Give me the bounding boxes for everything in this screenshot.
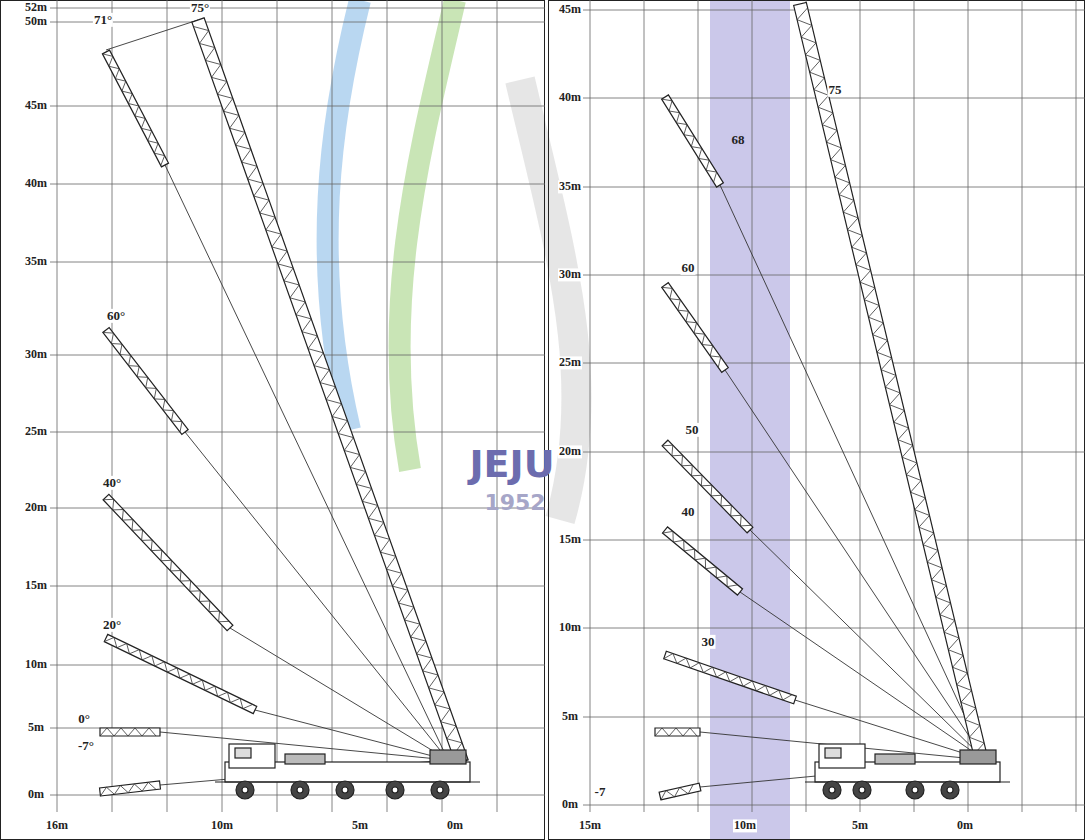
panel-border: [549, 1, 1085, 840]
crane-truck: [215, 744, 480, 799]
boom-lattice: [103, 494, 233, 631]
axis-label: 20m: [24, 501, 48, 514]
angle-label: 40: [681, 505, 696, 519]
boom-centerline: [725, 370, 985, 760]
boom-lattice: [100, 781, 161, 796]
angle-label: 20°: [102, 618, 122, 632]
axis-label: 0m: [956, 819, 974, 832]
axis-label: 20m: [558, 445, 582, 458]
axis-label: 10m: [24, 658, 48, 671]
angle-label: 60°: [106, 309, 126, 323]
axis-label: 15m: [558, 533, 582, 546]
watermark: 1952: [483, 491, 546, 515]
axis-label: 15m: [578, 819, 602, 832]
boom-centerline: [720, 185, 985, 760]
angle-label: 75: [828, 83, 843, 97]
boom-centerline: [165, 165, 448, 760]
angle-label: 71°: [93, 13, 113, 27]
axis-label: 50m: [24, 15, 48, 28]
axis-label: 16m: [45, 819, 69, 832]
axis-label: 52m: [24, 1, 48, 14]
boom-lattice: [662, 95, 724, 187]
angle-label: 60: [681, 261, 696, 275]
boom-lattice: [103, 328, 188, 435]
boom-lattice: [102, 50, 168, 167]
boom-centerline: [255, 710, 448, 760]
axis-label: 10m: [733, 819, 757, 832]
angle-label: 75°: [190, 1, 210, 15]
angle-label: 0°: [77, 712, 91, 726]
axis-label: 0m: [27, 788, 45, 801]
boom-lattice: [662, 440, 753, 533]
axis-label: 10m: [210, 819, 234, 832]
axis-label: 0m: [446, 819, 464, 832]
angle-label: 30: [701, 635, 716, 649]
watermark-band: [710, 0, 790, 840]
watermark-stroke: [328, 0, 360, 430]
boom-lattice: [794, 2, 989, 763]
panel-border: [1, 1, 545, 840]
boom-lattice: [664, 651, 797, 704]
axis-label: 45m: [558, 3, 582, 16]
boom-lattice: [659, 783, 701, 800]
axis-label: 30m: [24, 348, 48, 361]
angle-label: 68: [731, 133, 746, 147]
angle-label: -7°: [77, 739, 95, 753]
axis-label: 15m: [24, 579, 48, 592]
axis-label: 35m: [558, 180, 582, 193]
boom-lattice: [100, 728, 160, 736]
axis-label: 5m: [851, 819, 869, 832]
angle-label: 50: [685, 423, 700, 437]
axis-label: 35m: [24, 255, 48, 268]
watermark-shapes: [328, 0, 790, 840]
boom-lattice: [655, 728, 700, 736]
boom-lattice: [662, 527, 742, 595]
axis-label: 30m: [558, 268, 582, 281]
watermark: JEJU: [468, 444, 555, 486]
axis-label: 40m: [24, 177, 48, 190]
boom-lattice: [662, 283, 729, 373]
envelope-line: [106, 20, 198, 50]
boom-lattice: [192, 18, 468, 764]
angle-label: -7: [594, 785, 607, 799]
angle-label: 40°: [102, 476, 122, 490]
axis-label: 25m: [24, 425, 48, 438]
axis-label: 0m: [561, 798, 579, 811]
watermark-stroke: [399, 0, 455, 470]
axis-label: 5m: [561, 710, 579, 723]
axis-label: 25m: [558, 356, 582, 369]
crane-truck: [805, 744, 1010, 799]
axis-label: 5m: [27, 721, 45, 734]
booms: [100, 2, 989, 799]
axis-label: 5m: [351, 819, 369, 832]
boom-lattice: [104, 634, 256, 713]
grid: [50, 0, 1085, 812]
axis-label: 45m: [24, 99, 48, 112]
axis-label: 40m: [558, 91, 582, 104]
axis-label: 10m: [558, 621, 582, 634]
